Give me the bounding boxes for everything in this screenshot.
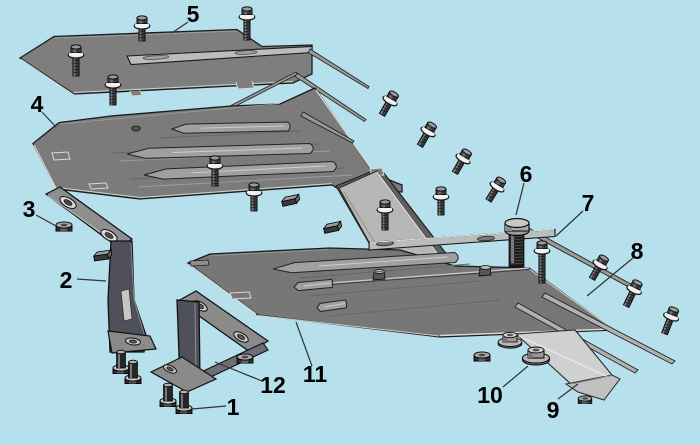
svg-text:6: 6 — [520, 161, 533, 187]
svg-text:4: 4 — [31, 91, 44, 117]
svg-text:12: 12 — [260, 372, 286, 398]
svg-text:7: 7 — [582, 190, 595, 216]
svg-text:11: 11 — [303, 361, 328, 387]
svg-text:8: 8 — [631, 238, 644, 264]
svg-text:5: 5 — [187, 1, 200, 27]
svg-text:9: 9 — [547, 397, 560, 423]
svg-text:2: 2 — [60, 267, 73, 293]
svg-text:3: 3 — [23, 196, 36, 222]
svg-text:10: 10 — [477, 382, 503, 408]
svg-text:1: 1 — [227, 394, 240, 420]
